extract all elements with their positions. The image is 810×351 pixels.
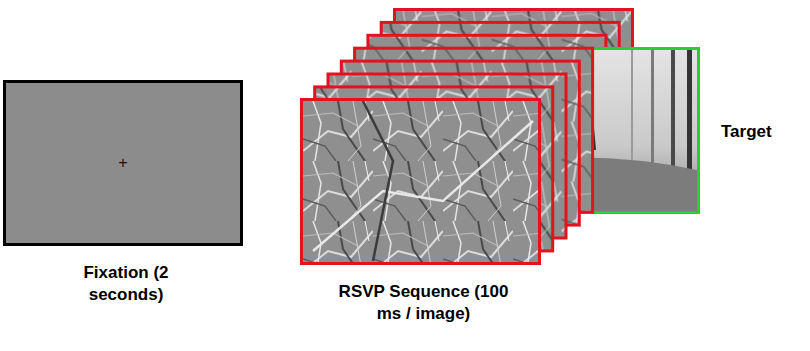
fixation-screen: +Fixation (2 seconds)	[3, 80, 243, 246]
screen-label: Fixation (2 seconds)	[66, 262, 186, 306]
fixation-cross: +	[118, 155, 127, 171]
branch-photo	[303, 101, 538, 262]
rsvp-image: RSVP Sequence (100 ms / image)	[300, 98, 541, 265]
target-label: Target	[721, 121, 772, 143]
sequence-label: RSVP Sequence (100 ms / image)	[339, 281, 509, 325]
